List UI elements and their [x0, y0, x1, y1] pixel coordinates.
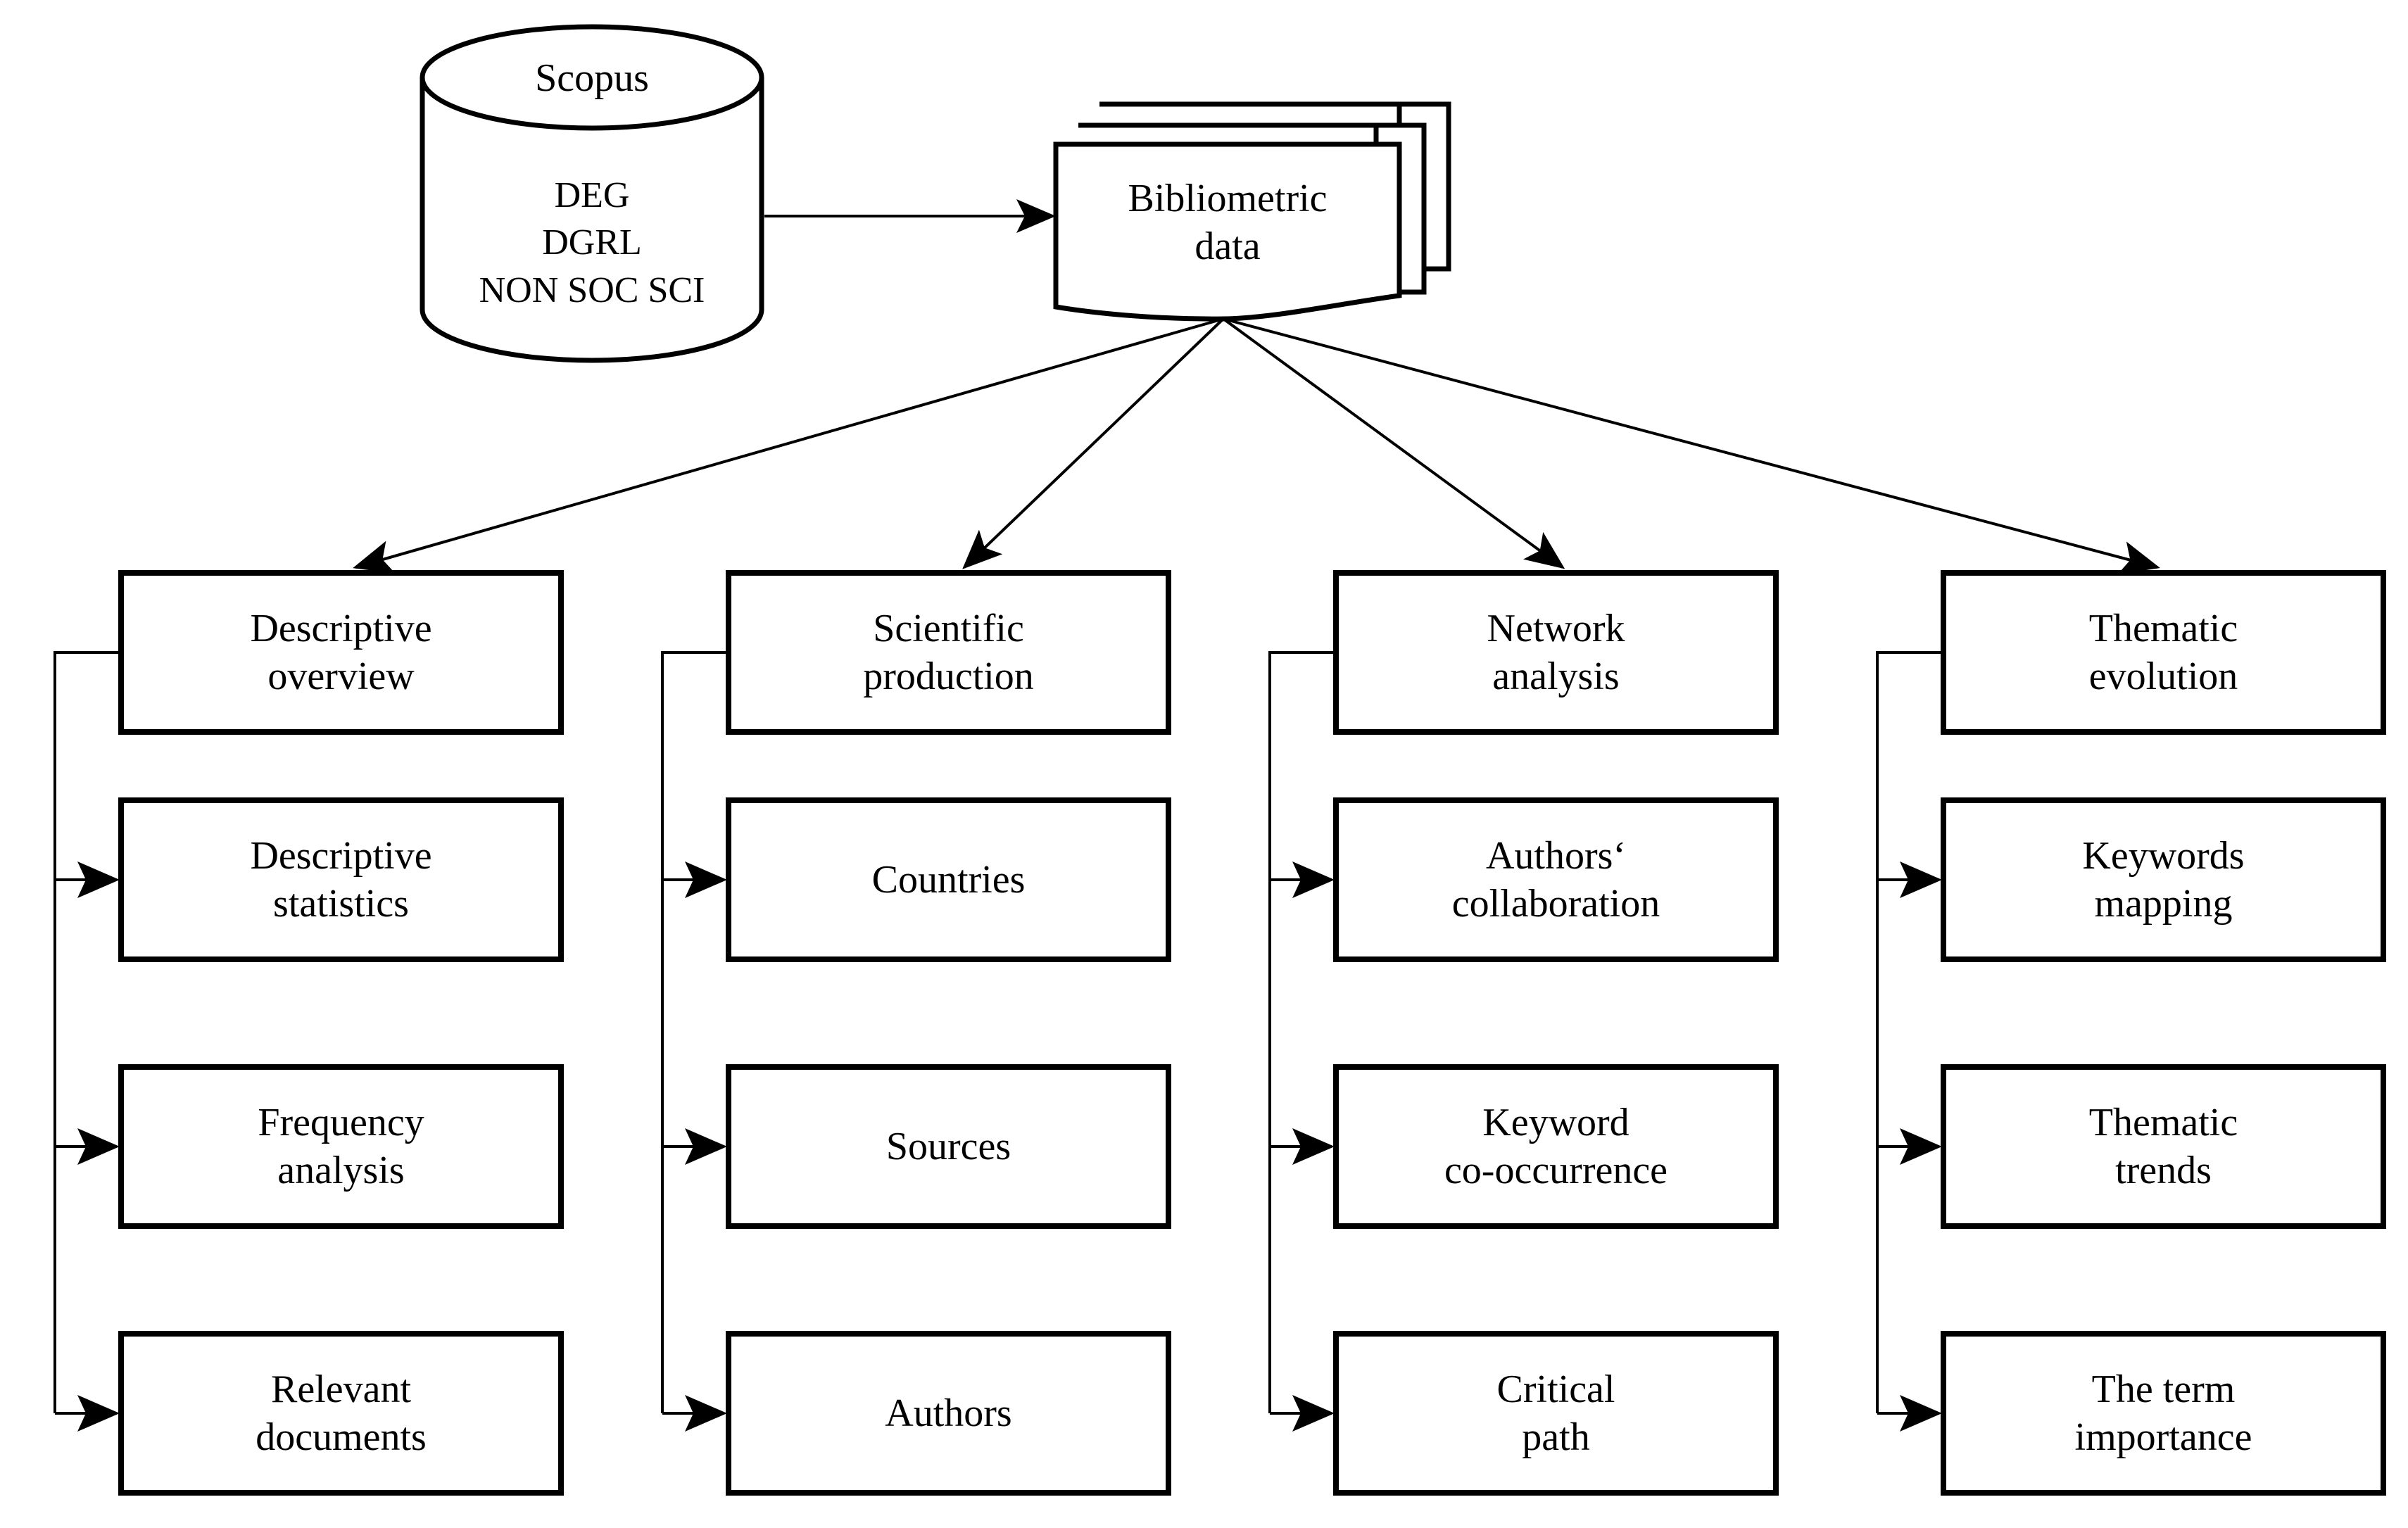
bibliometric-document-stack-icon: [1053, 101, 1451, 322]
column-connector-4: [1876, 651, 1943, 1432]
column-boxes-2: [726, 570, 1171, 1496]
column-connector-3: [1268, 651, 1336, 1432]
fan-arrows-to-columns: [353, 317, 2160, 574]
column-connector-1: [53, 651, 121, 1432]
column-boxes-3: [1333, 570, 1779, 1496]
column-boxes-4: [1941, 570, 2386, 1496]
column-boxes-1: [118, 570, 564, 1496]
column-connector-2: [661, 651, 729, 1432]
scopus-database-icon: [420, 24, 764, 363]
